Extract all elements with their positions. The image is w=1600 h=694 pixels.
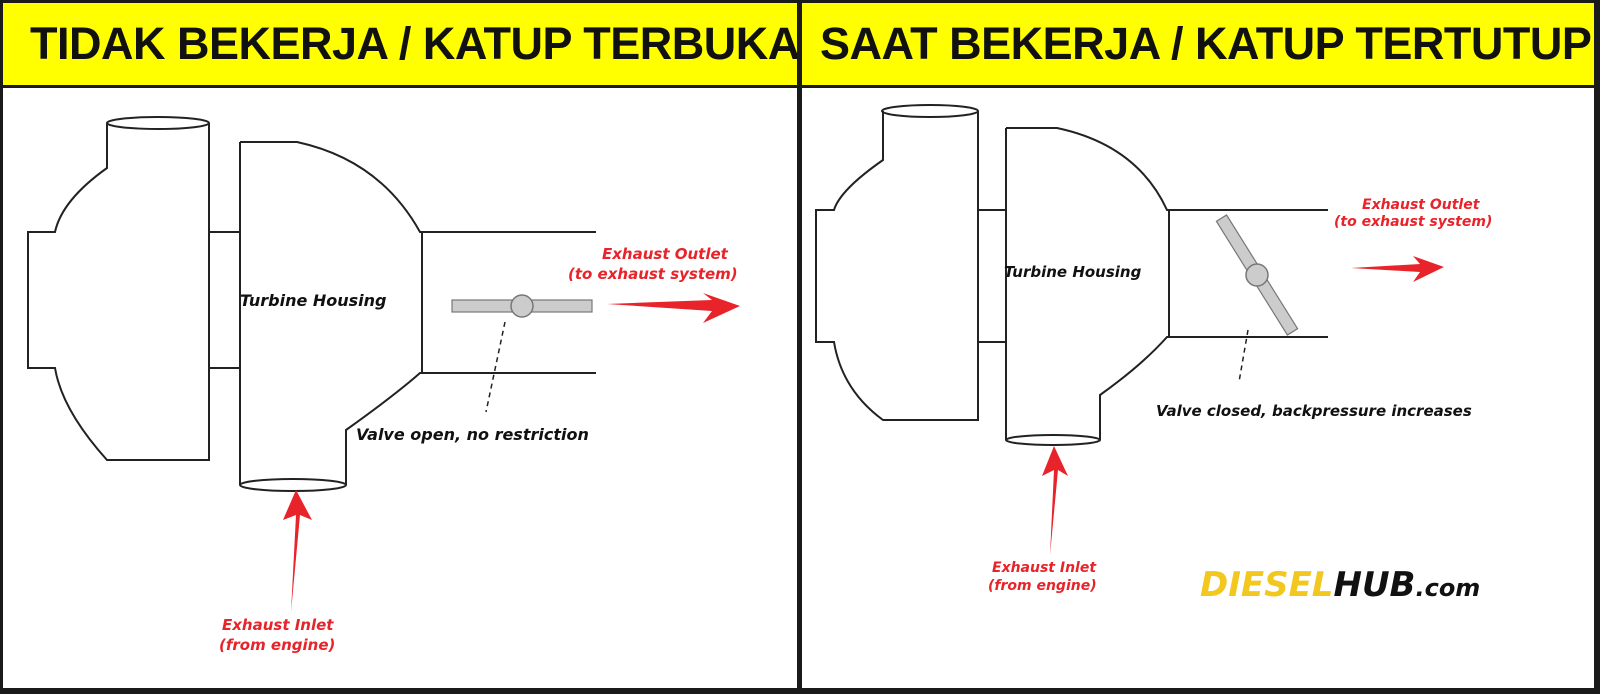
panel-title-left: TIDAK BEKERJA / KATUP TERBUKA <box>0 0 797 88</box>
outlet-arrow <box>607 293 740 323</box>
logo-com-text: .com <box>1415 574 1480 602</box>
inlet-label-line2: (from engine) <box>988 578 1097 594</box>
valve-pivot <box>510 294 534 318</box>
turbo-diagram-closed: Turbine Housing Valve closed, backpressu… <box>815 104 1492 605</box>
inlet-label-line1: Exhaust Inlet <box>222 616 334 634</box>
outlet-label-line2: (to exhaust system) <box>1334 214 1492 230</box>
panel-title-right: SAAT BEKERJA / KATUP TERTUTUP <box>802 0 1600 88</box>
inlet-label-line1: Exhaust Inlet <box>992 560 1097 576</box>
panel-divider <box>797 0 802 694</box>
turbine-housing-label: Turbine Housing <box>1004 263 1142 281</box>
valve-leader-line <box>485 321 506 413</box>
frame-bottom <box>0 688 1600 694</box>
compressor-housing-outline <box>27 116 596 492</box>
inlet-arrow <box>1042 446 1068 555</box>
valve-closed-label: Valve closed, backpressure increases <box>1156 402 1472 420</box>
logo-diesel-text: DIESEL <box>1200 565 1333 605</box>
outlet-label-line1: Exhaust Outlet <box>602 245 729 263</box>
outlet-label-line1: Exhaust Outlet <box>1362 197 1481 213</box>
valve-open-label: Valve open, no restriction <box>356 425 589 444</box>
outlet-label-line2: (to exhaust system) <box>568 265 738 283</box>
inlet-arrow <box>283 490 312 612</box>
frame-top <box>0 0 1600 3</box>
logo-hub-text: HUB <box>1333 565 1415 605</box>
frame-left <box>0 0 3 694</box>
turbine-housing-label: Turbine Housing <box>240 291 387 310</box>
inlet-label-line2: (from engine) <box>219 636 335 654</box>
panel-valve-open: TIDAK BEKERJA / KATUP TERBUKA <box>0 0 797 694</box>
turbo-diagram-open: Turbine Housing Valve open, no restricti… <box>27 116 740 654</box>
frame-right <box>1594 0 1600 694</box>
outlet-arrow <box>1351 256 1444 282</box>
dieselhub-logo: DIESELHUB.com <box>1200 565 1480 605</box>
panel-valve-closed: SAAT BEKERJA / KATUP TERTUTUP Turbine Ho… <box>802 0 1600 694</box>
compressor-housing-outline <box>815 104 1328 446</box>
valve-pivot <box>1245 263 1269 287</box>
